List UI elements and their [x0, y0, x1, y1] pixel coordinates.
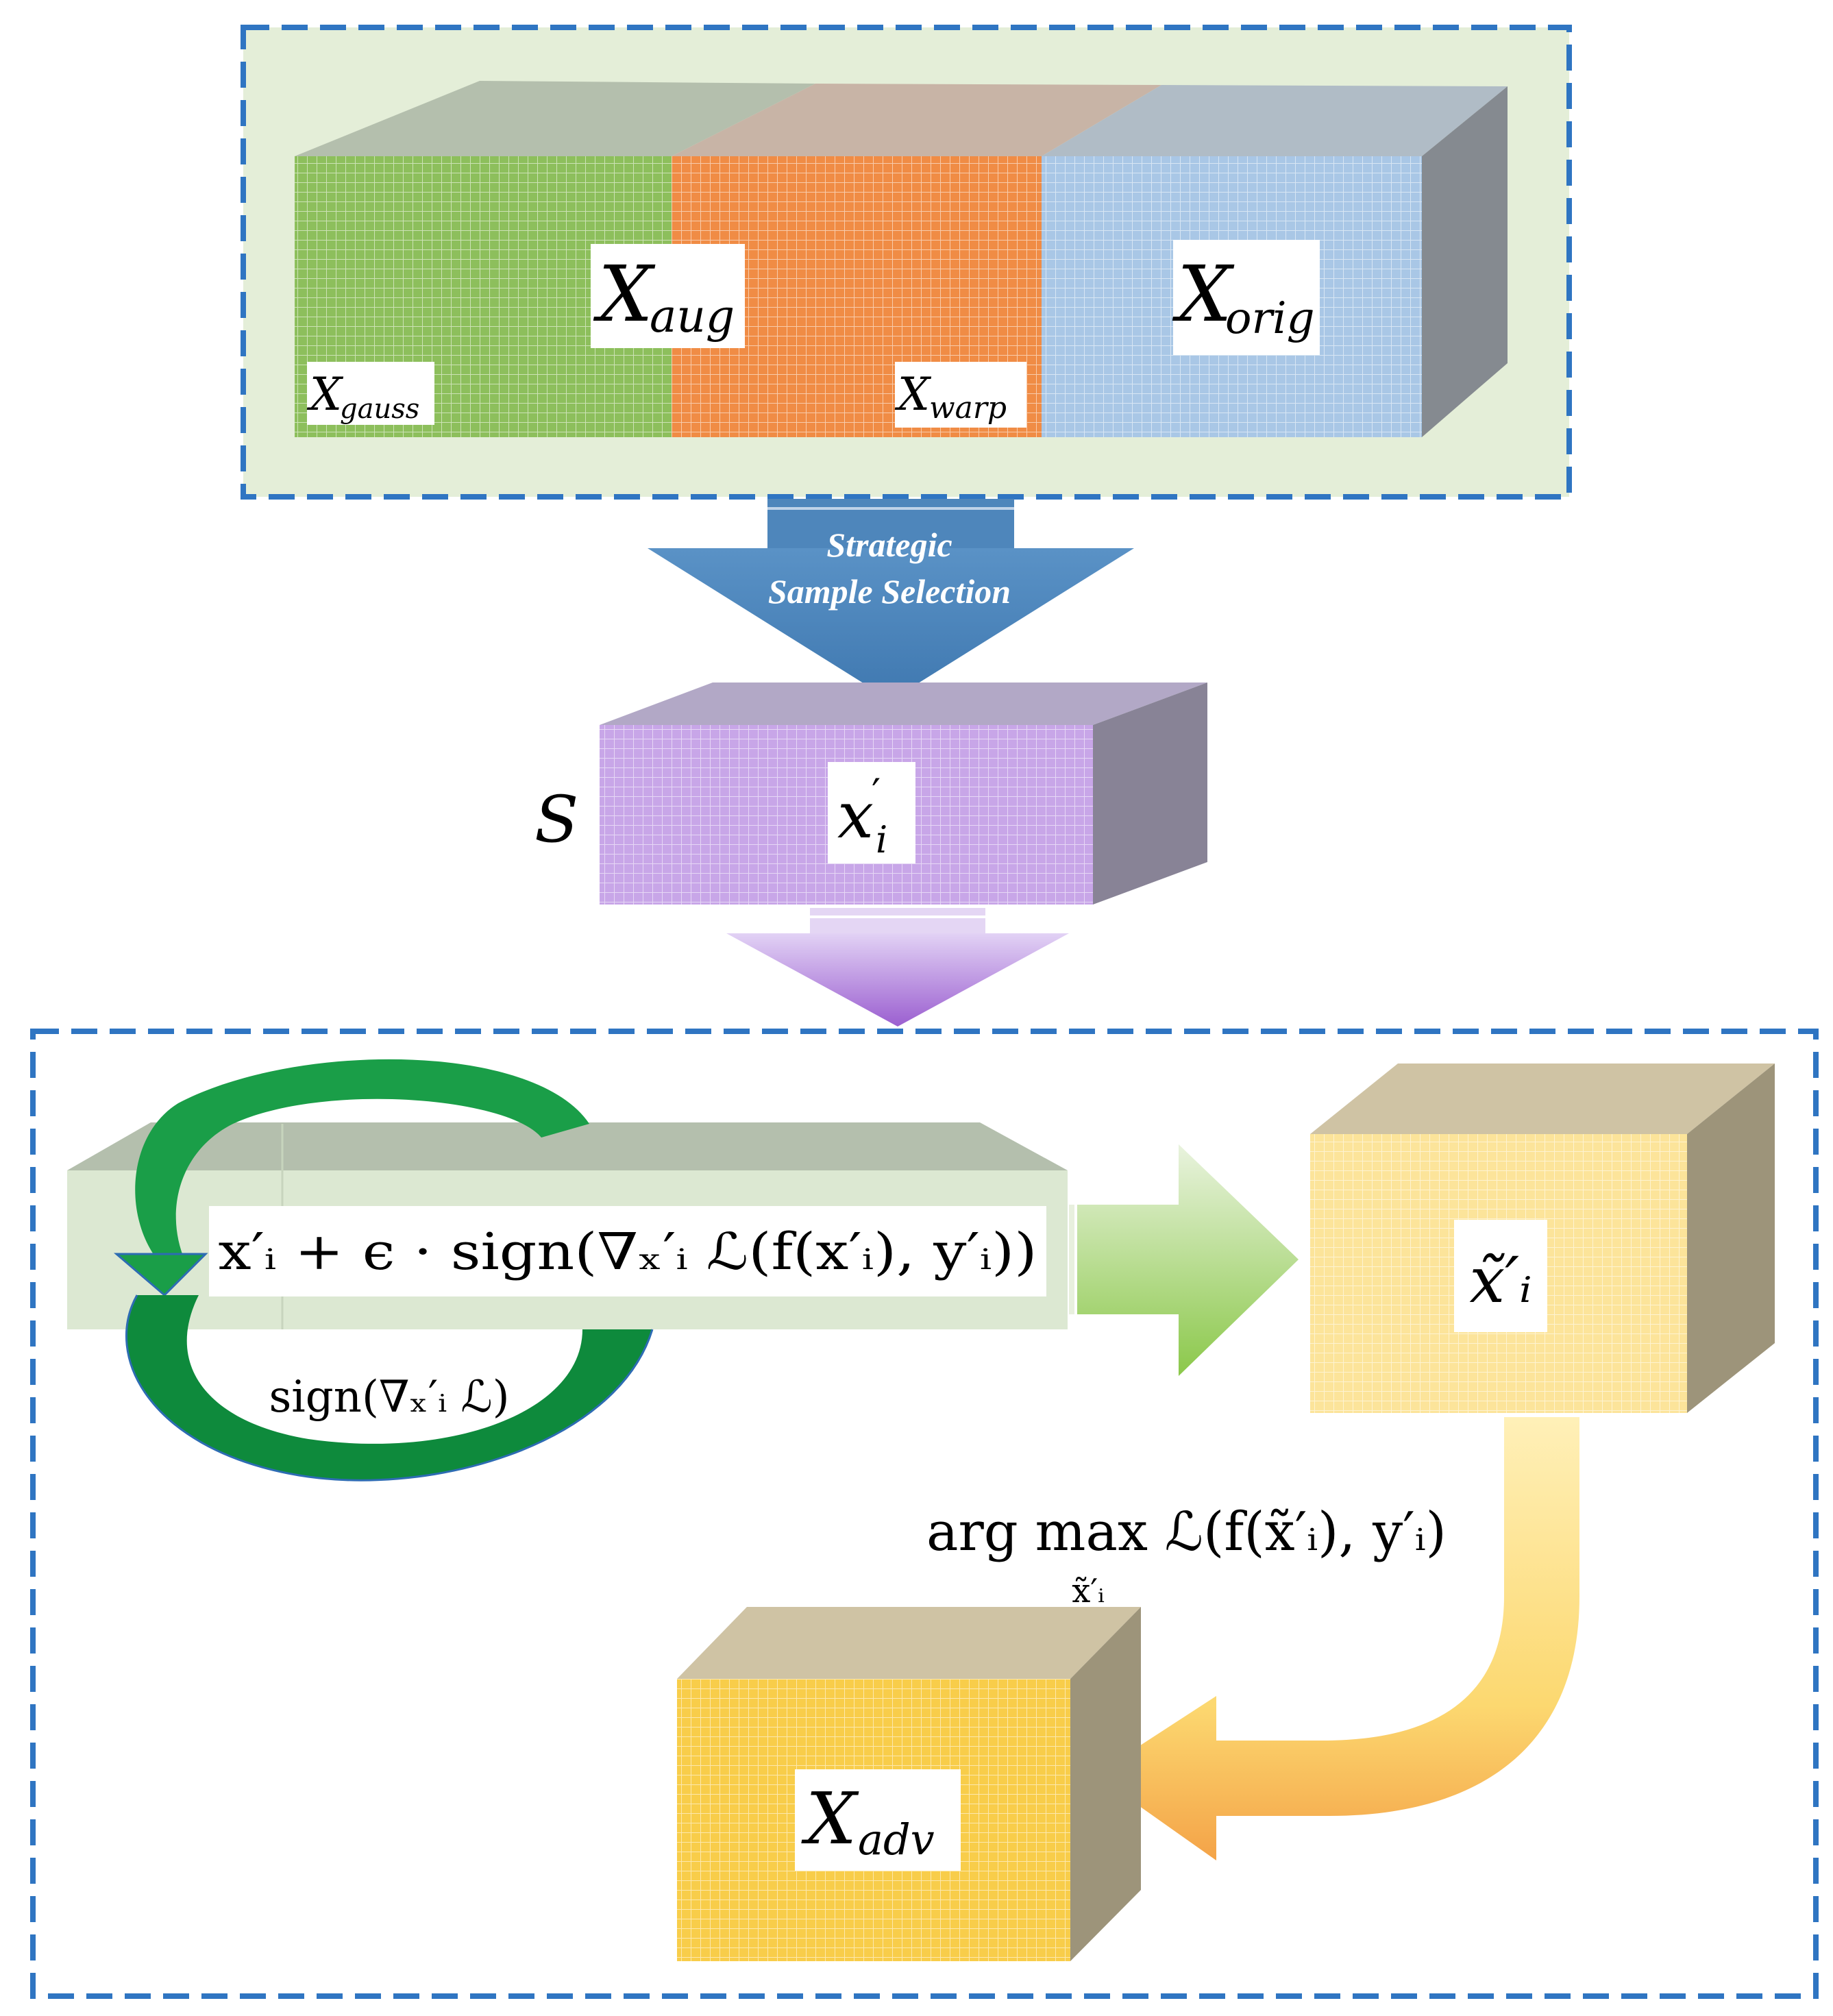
- sample-element-sub: i: [876, 818, 887, 861]
- x-aug-base: X: [593, 250, 656, 339]
- orange-block-top: [672, 84, 1161, 156]
- selection-label-line1: Strategic: [826, 526, 952, 564]
- x-orig-sub: orig: [1225, 293, 1315, 344]
- x-warp-label: X warp: [894, 362, 1026, 428]
- x-orig-base: X: [1172, 250, 1235, 339]
- curved-yellow-arrow: [1095, 1417, 1579, 1860]
- x-gauss-base: X: [306, 368, 344, 421]
- update-formula-label: x′ᵢ + ϵ · sign(∇ₓ′ᵢ ℒ(f(x′ᵢ), y′ᵢ)): [209, 1206, 1046, 1296]
- x-gauss-label: X gauss: [306, 362, 434, 425]
- bottom-panel-border: [30, 1029, 1819, 1999]
- perturbed-sample-label: x̃′ᵢ: [1469, 1244, 1531, 1317]
- green-block-top: [295, 81, 815, 156]
- selection-label-line2: Sample Selection: [768, 572, 1011, 611]
- x-adv-label: X adv: [795, 1769, 961, 1871]
- sample-element-prime: ′: [872, 770, 881, 817]
- argmax-expression: arg max ℒ(f(x̃′ᵢ), y′ᵢ): [926, 1501, 1447, 1563]
- sign-gradient-label: sign(∇ₓ′ᵢ ℒ): [269, 1372, 509, 1423]
- green-right-arrow: [1069, 1144, 1299, 1376]
- augmented-data-panel: X aug X orig X gauss X warp: [241, 25, 1572, 500]
- x-warp-base: X: [894, 368, 932, 421]
- perturbed-sample-block: x̃′ᵢ: [1310, 1064, 1775, 1413]
- argmax-subscript: x̃′ᵢ: [1072, 1572, 1105, 1610]
- sample-element-base: x: [837, 778, 874, 853]
- iteration-loop-arrow: [113, 1059, 654, 1482]
- sample-element-label: x ′ i: [828, 762, 915, 863]
- set-s-label: S: [534, 783, 578, 857]
- blue-block-top: [1042, 85, 1508, 156]
- update-formula: x′ᵢ + ϵ · sign(∇ₓ′ᵢ ℒ(f(x′ᵢ), y′ᵢ)): [219, 1222, 1037, 1281]
- x-aug-sub: aug: [650, 290, 735, 343]
- x-orig-label: X orig: [1172, 240, 1320, 355]
- x-gauss-sub: gauss: [340, 393, 419, 425]
- adversarial-set-block: X adv: [677, 1607, 1141, 1961]
- block-side-face: [1422, 86, 1508, 437]
- x-warp-sub: warp: [929, 391, 1007, 426]
- adversarial-panel: x′ᵢ + ϵ · sign(∇ₓ′ᵢ ℒ(f(x′ᵢ), y′ᵢ)) sign…: [30, 1029, 1819, 1999]
- strategic-selection-arrow: Strategic Sample Selection: [648, 499, 1134, 700]
- x-adv-base: X: [801, 1777, 859, 1860]
- x-adv-sub: adv: [858, 1815, 935, 1865]
- selected-sample-block: S x ′ i: [534, 683, 1207, 905]
- x-aug-label: X aug: [591, 244, 745, 348]
- purple-down-arrow: [726, 908, 1069, 1027]
